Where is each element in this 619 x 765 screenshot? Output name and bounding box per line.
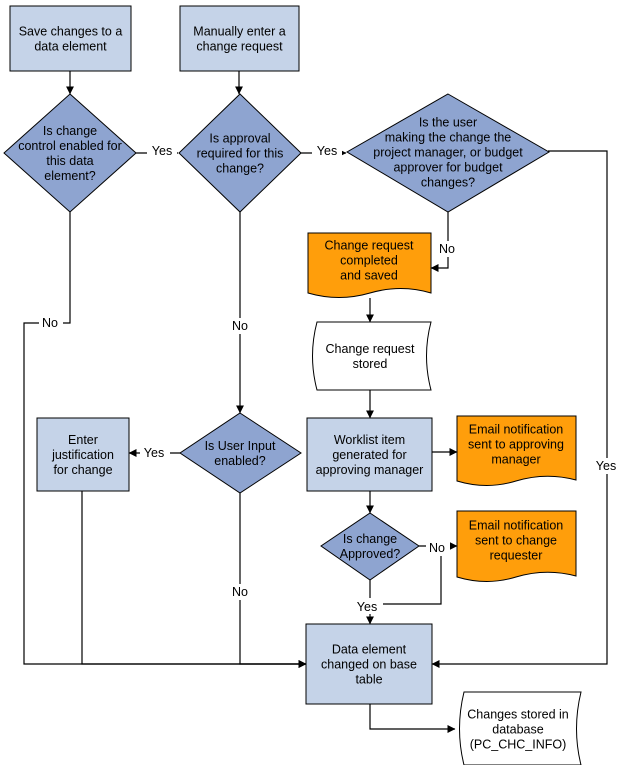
edge-labels: Yes Yes No No No Yes Yes No No Yes	[39, 143, 619, 614]
edge-role-yes-to-data-change	[431, 150, 608, 668]
label-no-approval: No	[232, 319, 248, 333]
edge-justification-to-data-change	[81, 491, 307, 668]
label-yes-control-to-approval: Yes	[152, 144, 172, 158]
label-no-approved: No	[429, 541, 445, 555]
label-no-user-input: No	[232, 585, 248, 599]
edge-approved-no-loop-to-data-change	[369, 546, 442, 608]
label-no-control: No	[42, 316, 58, 330]
label-no-role: No	[439, 242, 455, 256]
edge-user-input-no-to-data-change	[239, 493, 307, 668]
label-yes-approval-to-role: Yes	[317, 144, 337, 158]
edge-role-no-to-request-completed	[430, 212, 449, 272]
label-yes-role: Yes	[596, 459, 616, 473]
label-yes-user-input: Yes	[144, 446, 164, 460]
edge-data-change-to-database	[369, 704, 456, 733]
label-yes-approved: Yes	[357, 600, 377, 614]
